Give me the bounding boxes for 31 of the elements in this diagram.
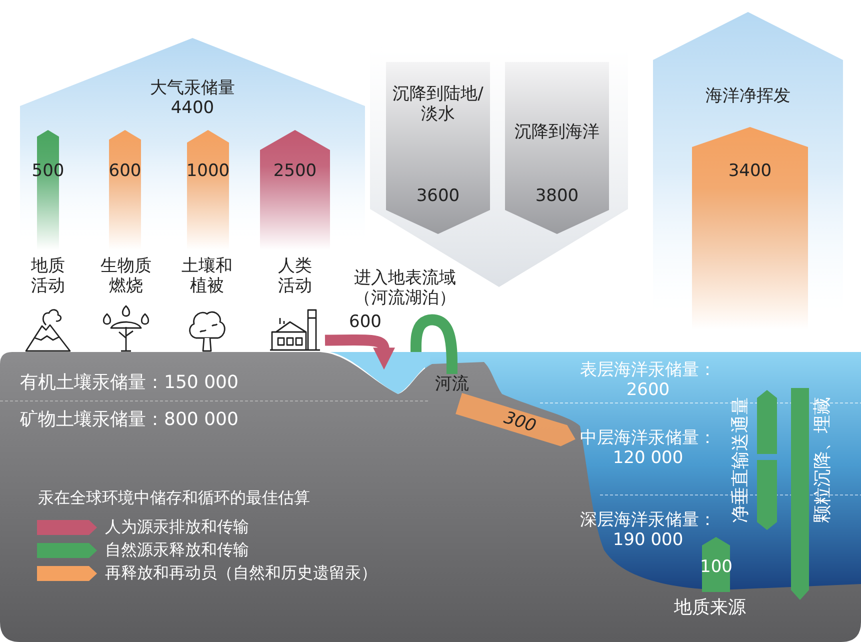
store-label: 中层海洋汞储量：120 000: [579, 428, 717, 469]
flux-label: 海洋净挥发: [704, 86, 792, 106]
text-label: 地质来源: [673, 597, 747, 619]
flux-label: 沉降到陆地/淡水: [392, 84, 484, 125]
store-label: 深层海洋汞储量：190 000: [579, 510, 717, 551]
flux-value: 300: [500, 406, 540, 439]
flux-label: 沉降到海洋: [514, 122, 600, 142]
source-label: 生物质燃烧: [100, 256, 152, 297]
legend-text: 自然源汞释放和传输: [105, 540, 249, 560]
flux-label: 净垂直输送通量: [730, 396, 752, 525]
legend-text: 人为源汞排放和传输: [105, 517, 249, 536]
source-label: 土壤和植被: [180, 256, 234, 297]
store-label: 矿物土壤汞储量：800 000: [20, 409, 238, 431]
store-label: 有机土壤汞储量：150 000: [20, 372, 238, 394]
flux-value: 3400: [727, 161, 773, 182]
place-label: 河流: [434, 374, 470, 394]
store-label: 表层海洋汞储量：2600: [579, 360, 717, 401]
flux-label: 颗粒沉降、埋藏: [812, 396, 834, 525]
text-label: 进入地表流域（河流湖泊）: [353, 268, 457, 309]
store-label: 大气汞储量 4400: [149, 78, 236, 119]
flux-value: 600: [108, 161, 142, 182]
flux-value: 3800: [534, 186, 580, 206]
source-label: 人类活动: [277, 256, 313, 297]
source-label: 地质活动: [30, 256, 66, 297]
legend-title: 汞在全球环境中储存和循环的最佳估算: [38, 488, 311, 508]
legend-text: 再释放和再动员（自然和历史遗留汞）: [105, 563, 377, 582]
flux-value: 3600: [415, 186, 461, 206]
flow-arrow: [324, 334, 395, 370]
flux-value: 1000: [186, 161, 230, 182]
flux-value: 2500: [272, 161, 318, 182]
flux-value: 100: [700, 557, 732, 578]
